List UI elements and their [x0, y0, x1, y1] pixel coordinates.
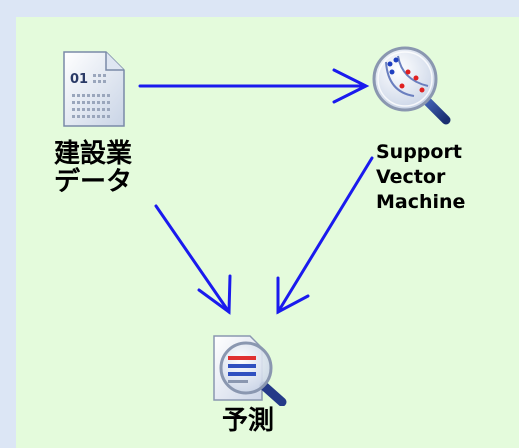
node-pred[interactable]: [208, 330, 292, 407]
data-file-icon: 01: [63, 51, 125, 127]
data-file-icon-text: 01: [70, 72, 88, 87]
node-data-label: 建設業 データ: [54, 140, 132, 196]
node-pred-label: 予測: [222, 408, 274, 434]
node-svm-label-line-1: Support: [376, 141, 462, 163]
scatter-magnifier-icon: [372, 46, 451, 125]
node-svm-label-line-2: Vector: [376, 166, 446, 188]
edge-svm-to-pred[interactable]: [276, 156, 374, 315]
node-data-label-line-1: 建設業: [54, 139, 133, 169]
document-magnifier-icon: [213, 335, 287, 407]
edge-data-to-svm[interactable]: [138, 68, 370, 104]
node-data-label-line-2: データ: [54, 167, 133, 197]
node-pred-label-line-1: 予測: [222, 406, 275, 436]
node-svm[interactable]: [368, 42, 454, 128]
node-data[interactable]: 01: [60, 50, 130, 130]
node-svm-label: Support Vector Machine: [376, 140, 465, 215]
edge-data-to-pred[interactable]: [154, 204, 232, 315]
node-svm-label-line-3: Machine: [376, 191, 466, 213]
